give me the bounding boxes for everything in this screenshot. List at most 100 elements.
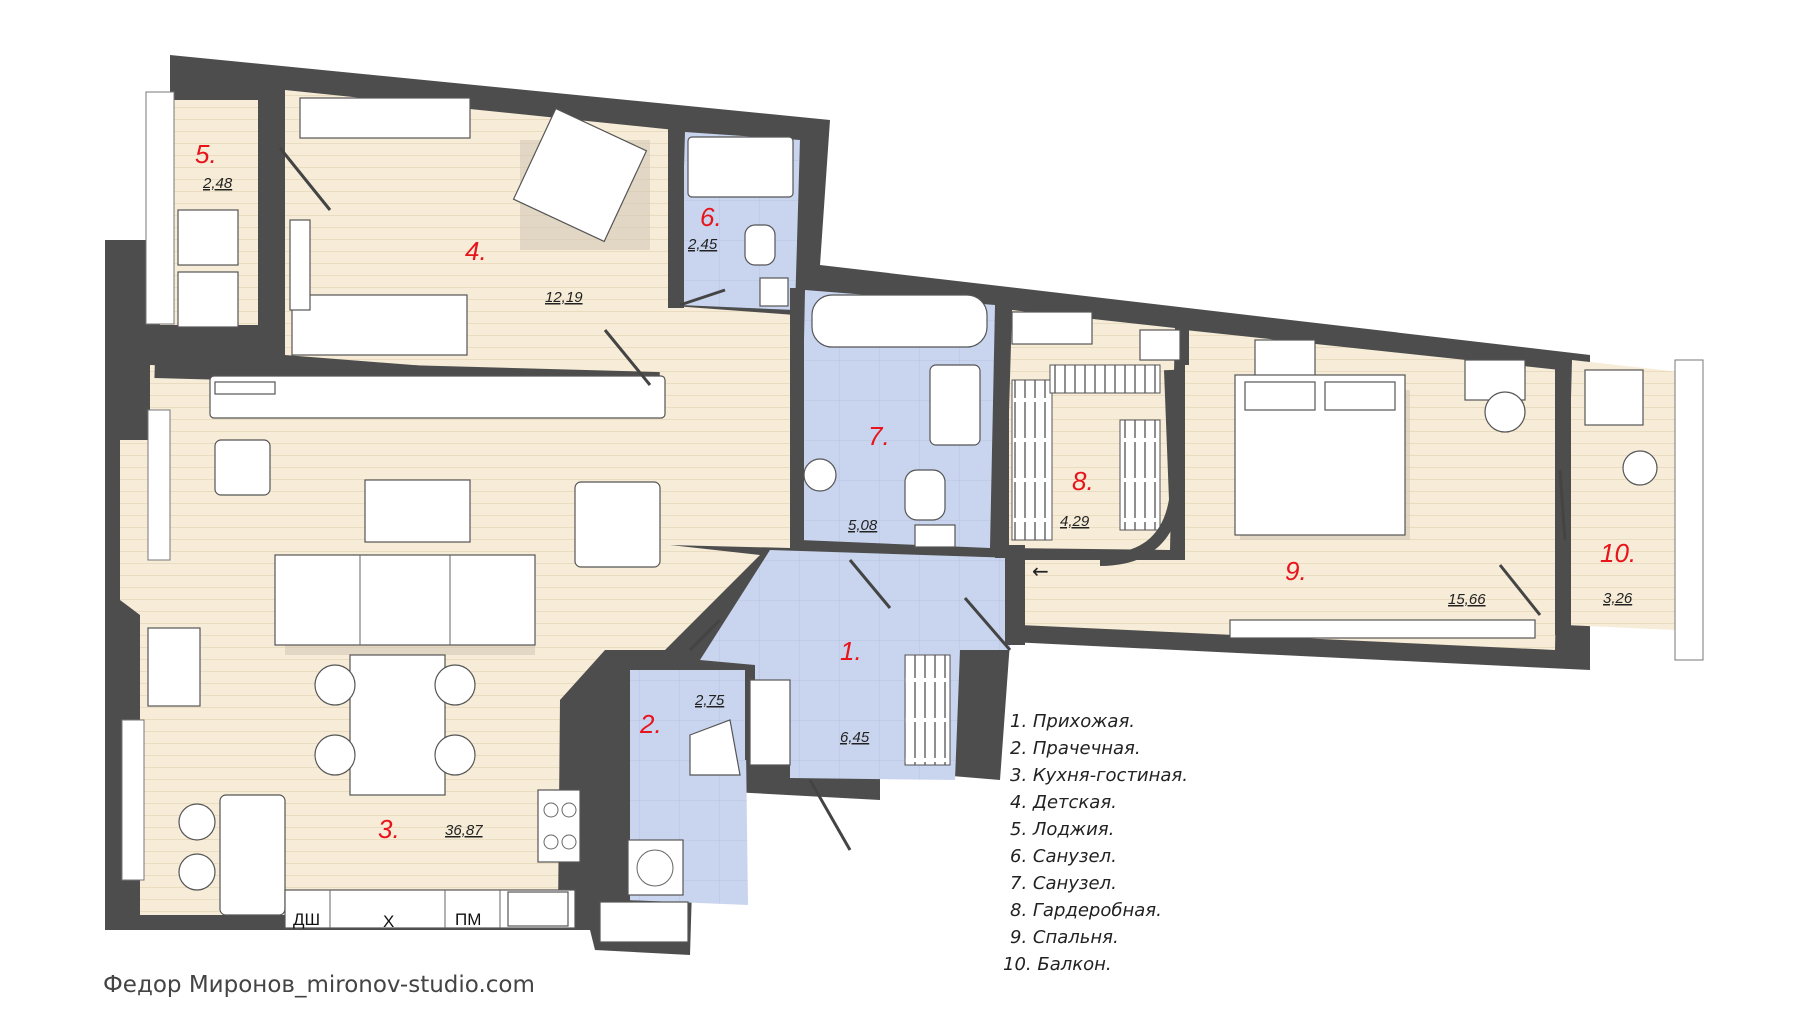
room-8-number: 8. — [1072, 466, 1094, 496]
living-kitchen-furniture — [147, 375, 666, 929]
room-5-area: 2,48 — [202, 175, 233, 192]
armchair — [512, 107, 648, 243]
sink — [759, 277, 789, 307]
room-10-number: 10. — [1600, 538, 1636, 568]
shelf — [1011, 311, 1093, 345]
entry-arrow-icon: ← — [1032, 559, 1049, 583]
legend-item: 8. Гардеробная. — [1010, 900, 1162, 921]
corridor-floor — [660, 305, 795, 548]
bedroom-furniture — [1139, 329, 1536, 639]
doors — [278, 147, 1567, 851]
wardrobe-furniture — [1011, 311, 1182, 566]
chair — [177, 209, 239, 266]
windows — [121, 91, 1704, 881]
chair — [1484, 391, 1526, 433]
children-room-furniture — [289, 97, 650, 356]
room-2-area: 2,75 — [694, 692, 725, 709]
chair — [1584, 369, 1644, 426]
credit-text: Федор Миронов_mironov-studio.com — [103, 972, 535, 998]
room-1-number: 1. — [840, 636, 862, 666]
dining-chair — [314, 664, 356, 706]
legend-item: 5. Лоджия. — [1010, 819, 1114, 840]
sofa — [274, 554, 536, 646]
monitor — [214, 381, 276, 395]
kitchen-island — [219, 794, 286, 916]
tv-console — [209, 375, 666, 419]
legend-item: 6. Санузел. — [1010, 846, 1117, 867]
washer-label: ПМ — [455, 910, 481, 929]
dining-chair — [434, 734, 476, 776]
cabinet — [914, 524, 956, 548]
sink — [507, 891, 569, 927]
room-1-area: 6,45 — [840, 729, 870, 746]
pillow — [1324, 381, 1396, 411]
bedside-table — [1464, 359, 1526, 401]
toilet — [904, 469, 946, 521]
room-10-area: 3,26 — [1603, 590, 1633, 607]
desk-chair — [214, 439, 271, 496]
room-labels: 1. 6,45 2. 2,75 3. 36,87 4. 12,19 5. 2,4… — [195, 139, 1636, 844]
room-3-number: 3. — [378, 814, 400, 844]
hanging-rail — [1049, 364, 1161, 394]
coat-rack — [904, 654, 951, 766]
chair — [177, 271, 239, 328]
bedside-table — [1254, 339, 1316, 381]
shoe-cabinet — [749, 679, 791, 766]
room-6-area: 2,45 — [687, 236, 718, 253]
shelf — [1139, 329, 1181, 361]
desk — [289, 219, 311, 311]
loggia-furniture — [177, 209, 239, 328]
balcony-floor — [1565, 360, 1680, 630]
bar-stool — [178, 803, 216, 841]
hanging-rail — [1119, 419, 1161, 531]
dishwasher-label: ДШ — [293, 910, 320, 929]
legend-item: 1. Прихожая. — [1010, 711, 1135, 732]
bathroom-7-floor — [800, 290, 995, 548]
legend: 1. Прихожая. 2. Прачечная. 3. Кухня-гост… — [1003, 711, 1188, 975]
room-4-area: 12,19 — [545, 289, 583, 306]
legend-item: 4. Детская. — [1010, 792, 1117, 813]
legend-item: 7. Санузел. — [1010, 873, 1117, 894]
room-2-number: 2. — [639, 709, 662, 739]
small-table — [1622, 450, 1658, 486]
bar-stool — [178, 853, 216, 891]
dining-chair — [434, 664, 476, 706]
legend-item: 10. Балкон. — [1003, 954, 1112, 975]
room-4-number: 4. — [465, 236, 487, 266]
laundry-cabinet — [599, 901, 689, 943]
balcony-furniture — [1584, 369, 1658, 486]
legend-item: 9. Спальня. — [1010, 927, 1119, 948]
legend-item: 2. Прачечная. — [1010, 738, 1141, 759]
bathtub — [811, 294, 988, 348]
fridge-label: Х — [383, 912, 394, 931]
sink — [929, 364, 981, 446]
hob — [537, 789, 581, 863]
side-cabinet — [147, 627, 201, 707]
bathtub — [687, 136, 794, 198]
coffee-table — [364, 479, 471, 543]
bathroom-7-furniture — [803, 294, 988, 548]
shower-tray — [689, 719, 741, 776]
room-6-number: 6. — [700, 202, 722, 232]
room-5-number: 5. — [195, 139, 217, 169]
room-7-area: 5,08 — [848, 517, 878, 534]
room-9-area: 15,66 — [1448, 591, 1486, 608]
room-7-number: 7. — [868, 421, 890, 451]
pillow — [1244, 381, 1316, 411]
legend-item: 3. Кухня-гостиная. — [1010, 765, 1188, 786]
hanging-rail — [1011, 379, 1053, 541]
room-8-area: 4,29 — [1060, 513, 1090, 530]
hall-laundry-furniture — [599, 654, 951, 943]
toilet — [803, 458, 837, 492]
kids-bed — [291, 294, 468, 356]
toilet — [744, 224, 776, 266]
room-3-area: 36,87 — [445, 822, 483, 839]
bookshelf — [299, 97, 471, 139]
room-9-number: 9. — [1285, 556, 1307, 586]
wardrobe-closet — [1229, 619, 1536, 639]
dining-table — [349, 654, 446, 796]
dining-chair — [314, 734, 356, 776]
bathroom-6-furniture — [687, 136, 794, 307]
armchair — [574, 481, 661, 568]
